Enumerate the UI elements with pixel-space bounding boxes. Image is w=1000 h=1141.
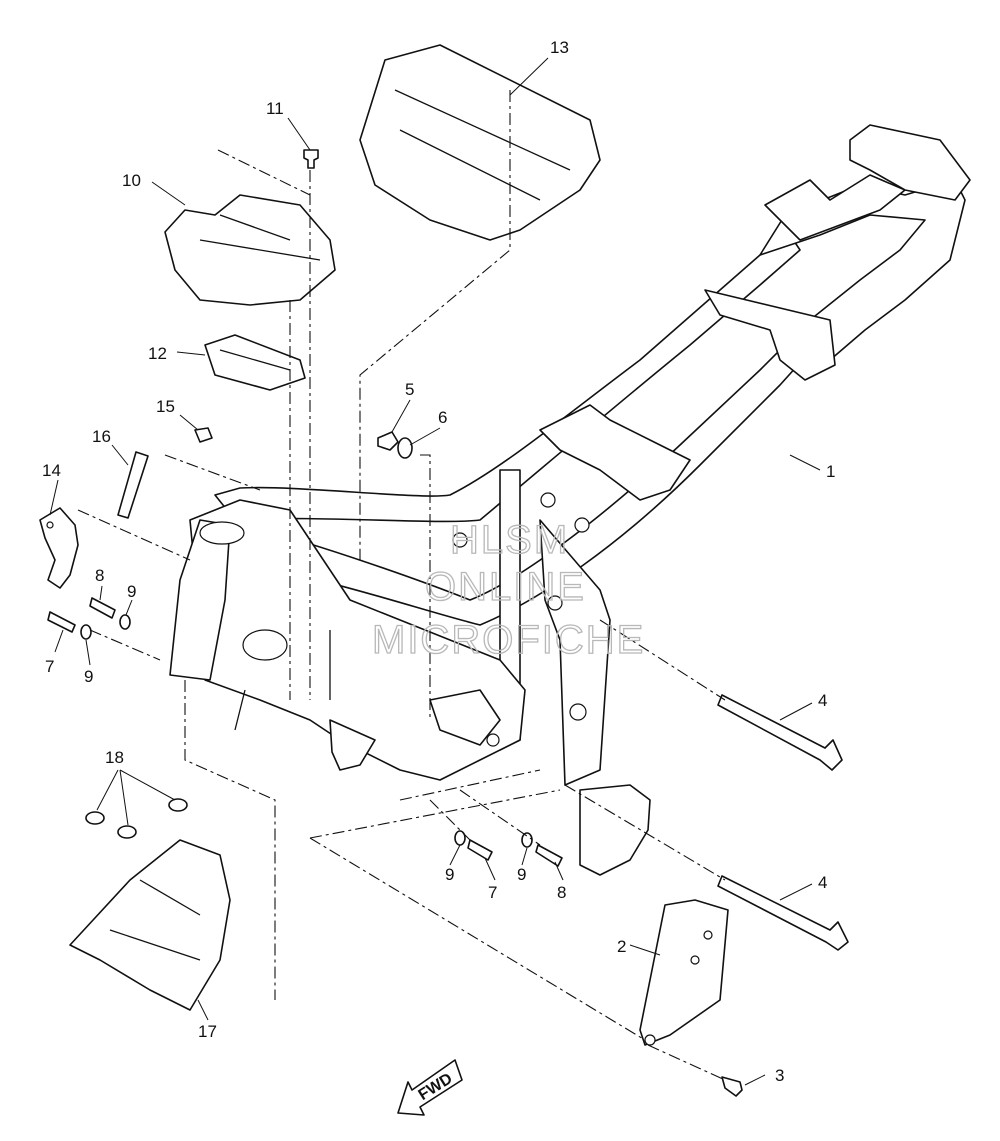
- washer-9-left-a: [119, 614, 131, 630]
- callout-8a: 8: [95, 566, 104, 585]
- bolt-7-right: [467, 839, 493, 861]
- callout-7a: 7: [45, 657, 54, 676]
- cover-13: [359, 44, 601, 241]
- bracket-12: [204, 334, 306, 391]
- callout-3: 3: [775, 1066, 784, 1085]
- callout-16: 16: [92, 427, 111, 446]
- callout-9a: 9: [127, 582, 136, 601]
- bracket-14: [39, 507, 79, 589]
- cover-10: [164, 194, 336, 306]
- bolt-8-right: [535, 844, 563, 867]
- callout-4a: 4: [818, 691, 827, 710]
- screw-11: [303, 149, 319, 169]
- washer-9-right-b: [521, 832, 533, 848]
- watermark-line-3: MICROFICHE: [372, 618, 645, 662]
- nut-5: [377, 431, 399, 451]
- callout-2: 2: [617, 937, 626, 956]
- tape-16: [117, 451, 149, 519]
- bolt-3: [721, 1076, 743, 1097]
- bolt-4-upper: [717, 694, 843, 771]
- callout-10: 10: [122, 171, 141, 190]
- watermark-line-1: HLSM: [450, 518, 569, 562]
- callout-6: 6: [438, 408, 447, 427]
- callout-11: 11: [266, 99, 284, 118]
- bolt-15: [194, 427, 213, 443]
- callout-8b: 8: [557, 883, 566, 902]
- callout-13: 13: [550, 38, 569, 57]
- callout-7b: 7: [488, 883, 497, 902]
- callout-14: 14: [42, 461, 61, 480]
- plate-2: [639, 899, 729, 1046]
- bolt-7-left: [47, 611, 76, 633]
- callout-1: 1: [826, 462, 835, 481]
- callout-12: 12: [148, 344, 167, 363]
- watermark: HLSM ONLINE MICROFICHE: [371, 517, 645, 662]
- fwd-arrow-icon: FWD: [397, 1059, 463, 1116]
- callout-labels: 1 2 3 4 4 5 6 7 7 8 8 9 9 9 9 10 11 12 1…: [42, 38, 835, 1085]
- callout-9b: 9: [84, 667, 93, 686]
- callout-5: 5: [405, 380, 414, 399]
- plugs-18: [85, 798, 188, 839]
- callout-17: 17: [198, 1022, 217, 1041]
- bolt-4-lower: [717, 875, 849, 951]
- watermark-line-2: ONLINE: [425, 565, 586, 609]
- callout-15: 15: [156, 397, 175, 416]
- washer-9-left-b: [80, 624, 92, 640]
- main-frame: [169, 124, 971, 876]
- callout-4b: 4: [818, 873, 827, 892]
- callout-18: 18: [105, 748, 124, 767]
- cover-17: [69, 839, 231, 1011]
- washer-6: [397, 437, 413, 459]
- leader-lines: [49, 57, 821, 1086]
- assembly-lines: [77, 90, 726, 1081]
- bolt-8-left: [89, 597, 116, 619]
- callout-9c: 9: [445, 865, 454, 884]
- callout-9d: 9: [517, 865, 526, 884]
